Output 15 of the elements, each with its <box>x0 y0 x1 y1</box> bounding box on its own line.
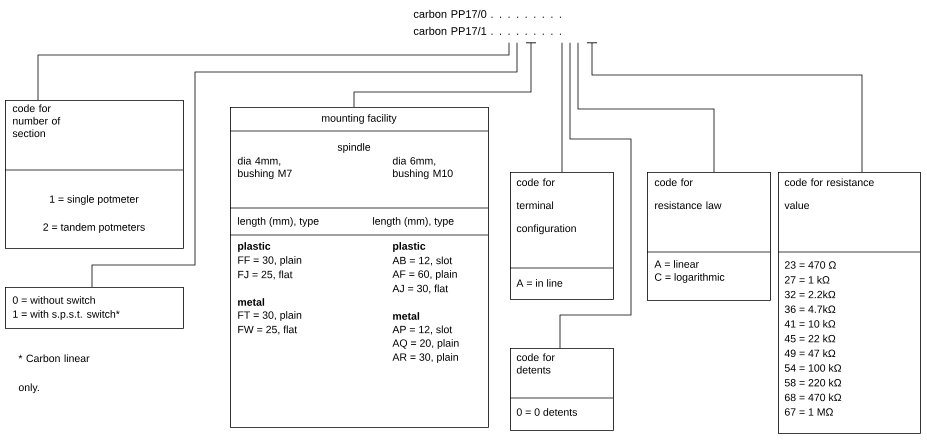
footnote: * Carbon linear only. <box>18 354 90 394</box>
connector-line <box>586 42 862 172</box>
code-box: code for detents 0 = 0 detents <box>510 348 614 431</box>
type-code: carbon PP17/0 . . . . . . . . . carbon PP17/1 . . . . . . . . . <box>414 10 561 35</box>
connector-line <box>578 42 714 172</box>
code-box: code for resistance law A = linear C = logarithmic <box>646 172 771 301</box>
connector-line <box>92 42 518 288</box>
code-box: 0 = without switch 1 = with s.p.s.t. switch* <box>5 287 184 329</box>
connector-line <box>38 42 510 100</box>
code-box: code for number of section 1 = single potmeter 2 = tandem potmeters <box>4 100 184 249</box>
mounting-table: mounting facility spindle dia 4mm, bushing M7 dia 6mm, bushing M10 length (mm), type length (mm), type plastic FF = 30, plain FJ = 25, flat metal FT = 30, plain FW = 25, flat plastic AB = 12, slot AF = 60, plain AJ = 30, flat metal AP = 12, slot AQ = 20, plain AR = 30, plain <box>230 107 489 428</box>
connector-line <box>354 42 536 108</box>
code-box: code for terminal configuration A = in line <box>510 172 614 300</box>
connector-line <box>560 42 632 348</box>
code-box: code for resistance value 23 = 470 Ω 27 = 1 kΩ 32 = 2.2kΩ 36 = 4.7kΩ 41 = 10 kΩ 45 = 22 kΩ 49 = 47 kΩ 54 = 100 kΩ 58 = 220 kΩ 68 = 470 kΩ 67 = 1 MΩ <box>778 172 921 434</box>
